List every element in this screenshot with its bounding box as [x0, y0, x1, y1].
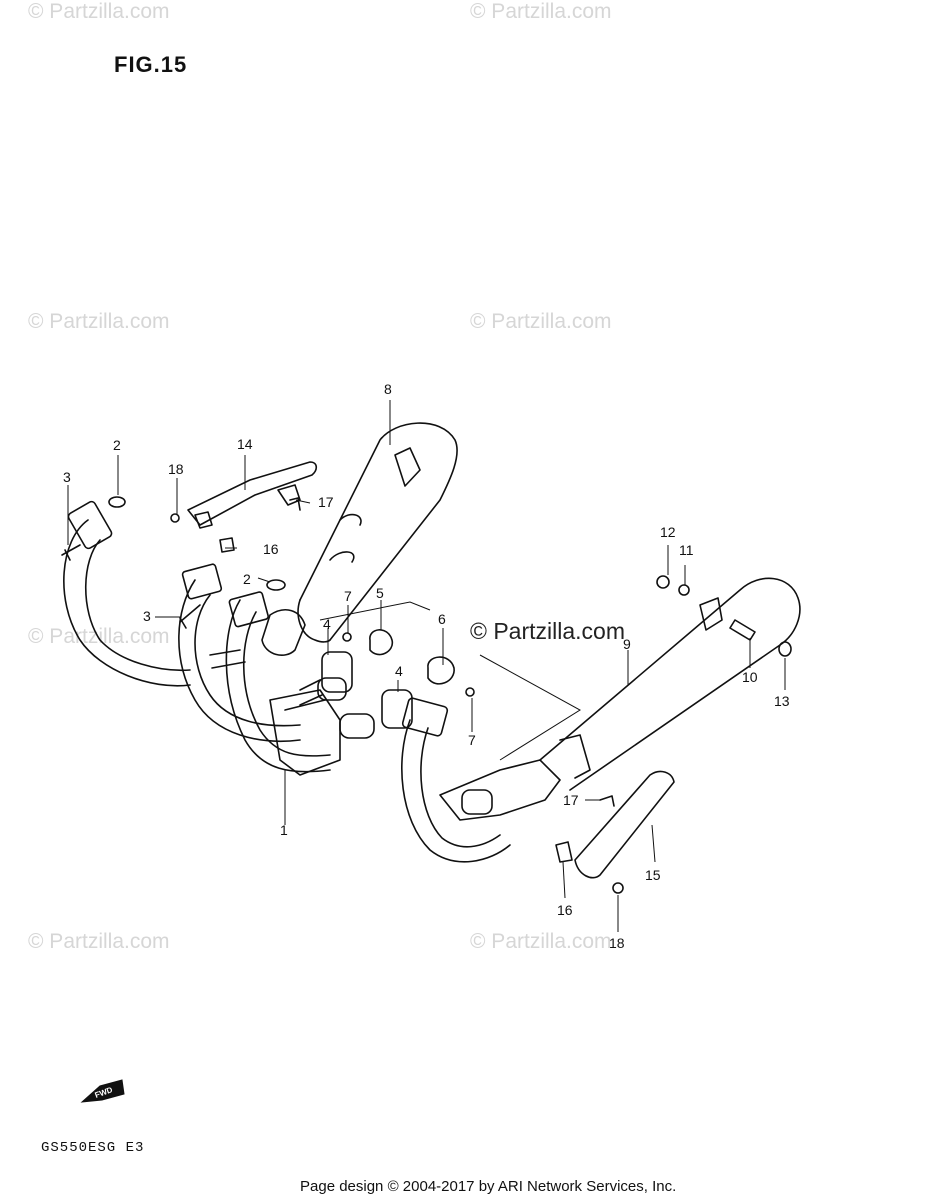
- callout-2: 2: [243, 571, 251, 587]
- callout-7: 7: [468, 732, 476, 748]
- callout-2: 2: [113, 437, 121, 453]
- callout-6: 6: [438, 611, 446, 627]
- callout-3: 3: [63, 469, 71, 485]
- watermark: © Partzilla.com: [470, 930, 612, 953]
- callout-14: 14: [237, 436, 253, 452]
- figure-title: FIG.15: [114, 52, 188, 77]
- watermark: © Partzilla.com: [470, 0, 612, 23]
- callout-18: 18: [609, 935, 625, 951]
- heat-shield-left: [187, 461, 318, 529]
- callout-18: 18: [168, 461, 184, 477]
- watermark: © Partzilla.com: [28, 0, 170, 23]
- callout-8: 8: [384, 381, 392, 397]
- heat-shield-right: [555, 770, 675, 894]
- leader-lines: [67, 400, 786, 932]
- main-watermark: © Partzilla.com: [470, 618, 625, 644]
- watermark: © Partzilla.com: [470, 310, 612, 333]
- callout-16: 16: [557, 902, 573, 918]
- callout-12: 12: [660, 524, 676, 540]
- model-code: GS550ESG E3: [41, 1140, 145, 1156]
- watermark: © Partzilla.com: [28, 625, 170, 648]
- callout-5: 5: [376, 585, 384, 601]
- footer-copyright: Page design © 2004-2017 by ARI Network S…: [300, 1178, 677, 1195]
- fwd-arrow-icon: FWD: [80, 1079, 125, 1103]
- callout-3: 3: [143, 608, 151, 624]
- watermark: © Partzilla.com: [28, 930, 170, 953]
- callout-17: 17: [563, 792, 579, 808]
- muffler-right: [539, 575, 801, 791]
- muffler-left: [261, 422, 458, 656]
- small-parts-left: [61, 496, 581, 761]
- callout-7: 7: [344, 588, 352, 604]
- callout-13: 13: [774, 693, 790, 709]
- callout-17: 17: [318, 494, 334, 510]
- exhaust-pipe-left: [63, 500, 375, 776]
- callout-4: 4: [395, 663, 403, 679]
- callout-9: 9: [623, 636, 631, 652]
- callout-11: 11: [679, 542, 694, 558]
- callout-10: 10: [742, 669, 758, 685]
- watermark: © Partzilla.com: [28, 310, 170, 333]
- callout-15: 15: [645, 867, 661, 883]
- callout-4: 4: [323, 616, 331, 632]
- callout-16: 16: [263, 541, 279, 557]
- callout-1: 1: [280, 822, 288, 838]
- exhaust-pipe-right: [401, 697, 561, 863]
